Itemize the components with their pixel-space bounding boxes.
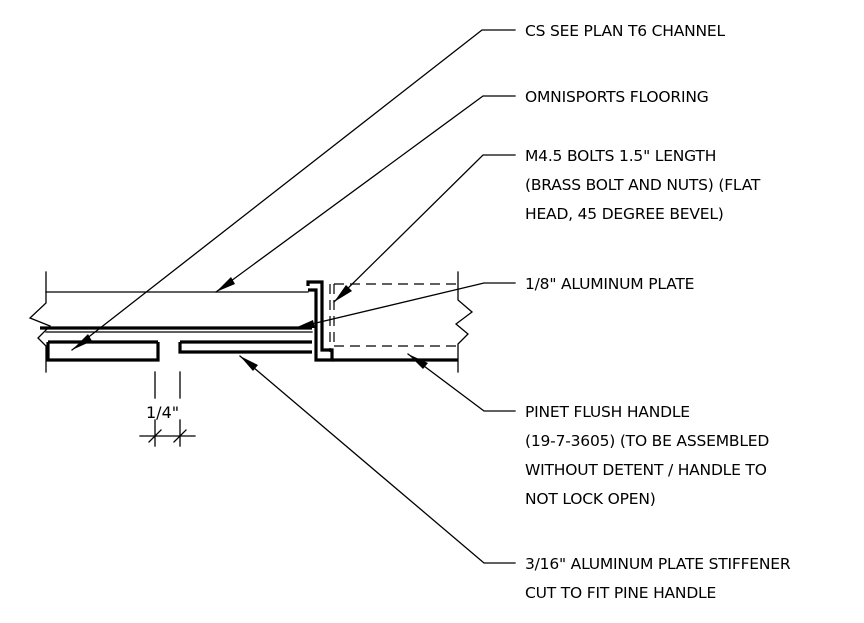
callout-plate-line-1: 1/8" ALUMINUM PLATE [525, 275, 694, 293]
leader-plate [294, 282, 516, 329]
callout-handle-line-4: NOT LOCK OPEN) [525, 490, 656, 508]
callout-handle: PINET FLUSH HANDLE (19-7-3605) (TO BE AS… [525, 403, 770, 508]
floor-panel-right [329, 271, 474, 373]
callout-bolts: M4.5 BOLTS 1.5" LENGTH (BRASS BOLT AND N… [525, 147, 761, 223]
callout-flooring-line-1: OMNISPORTS FLOORING [525, 88, 709, 106]
callout-stiffener-line-2: CUT TO FIT PINE HANDLE [525, 584, 716, 602]
callout-handle-line-3: WITHOUT DETENT / HANDLE TO [525, 461, 767, 479]
callout-bolts-line-3: HEAD, 45 DEGREE BEVEL) [525, 205, 724, 223]
callout-bolts-line-2: (BRASS BOLT AND NUTS) (FLAT [525, 176, 761, 194]
gap-dimension-label: 1/4" [146, 403, 179, 422]
floor-panel-left [28, 271, 313, 373]
leader-flooring [215, 95, 516, 293]
callout-flooring: OMNISPORTS FLOORING [525, 88, 709, 106]
callout-channel-line-1: CS SEE PLAN T6 CHANNEL [525, 22, 726, 40]
callout-stiffener-line-1: 3/16" ALUMINUM PLATE STIFFENER [525, 555, 791, 573]
gap-dimension [139, 371, 196, 447]
leader-bolts [333, 154, 516, 303]
leader-handle [407, 353, 516, 412]
callout-stiffener: 3/16" ALUMINUM PLATE STIFFENER CUT TO FI… [525, 555, 791, 602]
callout-handle-line-1: PINET FLUSH HANDLE [525, 403, 690, 421]
leader-channel [71, 29, 516, 351]
aluminum-plates [40, 280, 458, 362]
callout-handle-line-2: (19-7-3605) (TO BE ASSEMBLED [525, 432, 769, 450]
callout-bolts-line-1: M4.5 BOLTS 1.5" LENGTH [525, 147, 716, 165]
callout-plate: 1/8" ALUMINUM PLATE [525, 275, 694, 293]
callout-channel: CS SEE PLAN T6 CHANNEL [525, 22, 726, 40]
leader-stiffener [239, 355, 516, 564]
